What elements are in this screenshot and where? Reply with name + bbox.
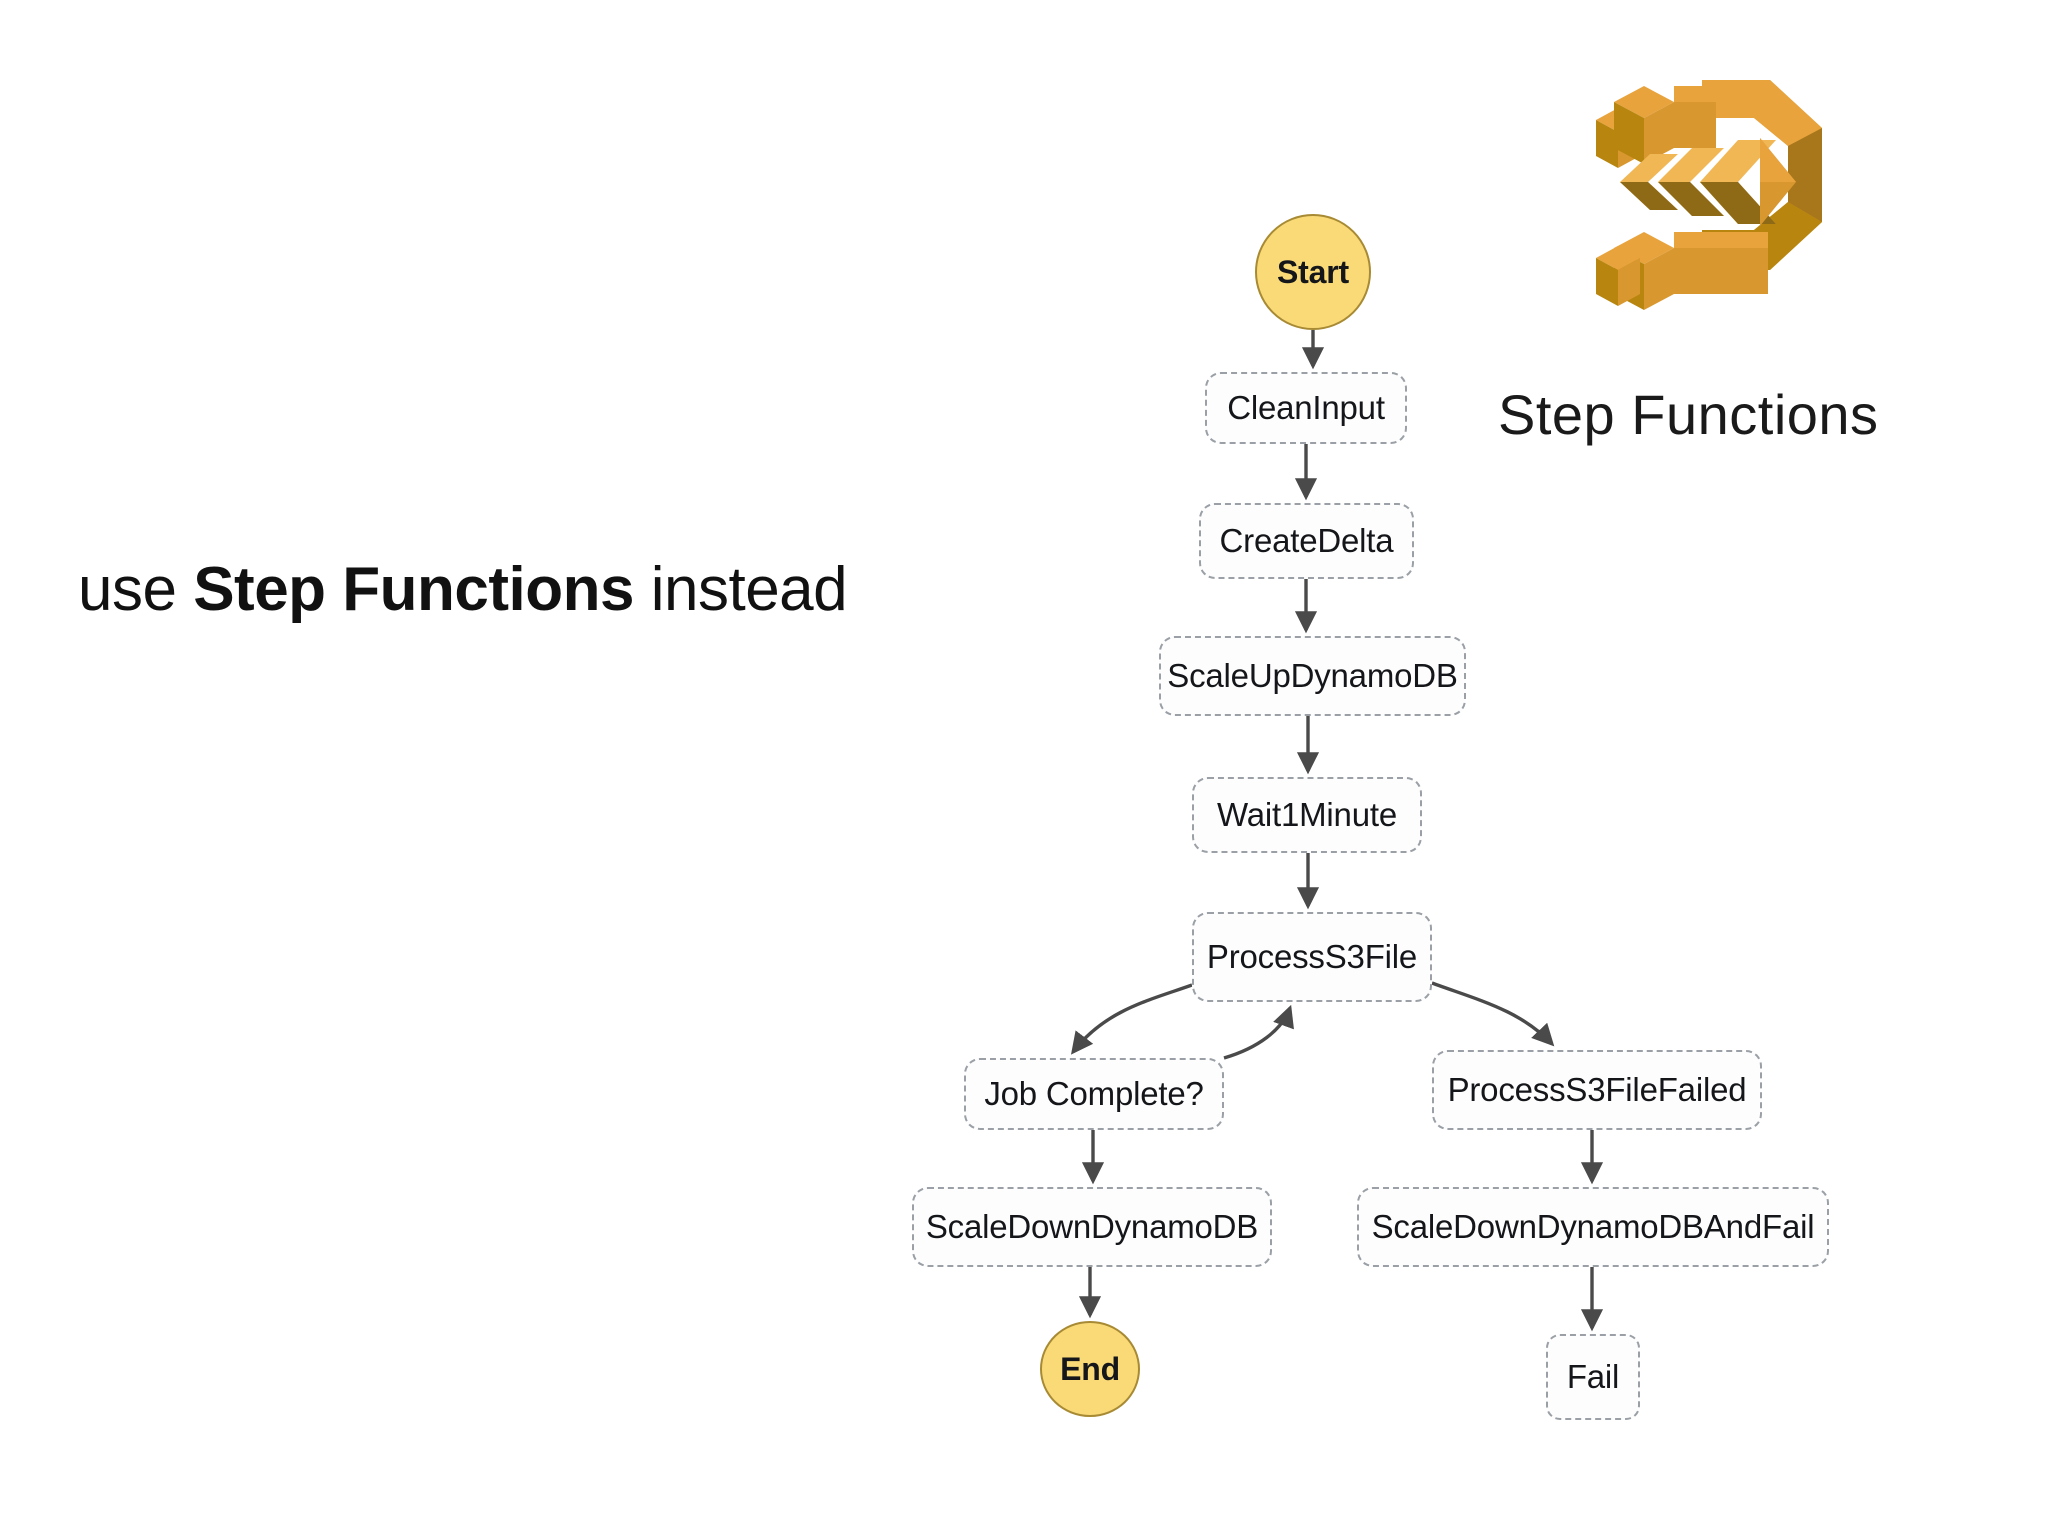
flow-node-processs3filefailed[interactable]: ProcessS3FileFailed: [1432, 1050, 1762, 1130]
flow-node-scaleupdynamodb[interactable]: ScaleUpDynamoDB: [1159, 636, 1466, 716]
flow-node-jobcomplete[interactable]: Job Complete?: [964, 1058, 1224, 1130]
flow-node-wait1minute[interactable]: Wait1Minute: [1192, 777, 1422, 853]
flow-node-cleaninput[interactable]: CleanInput: [1205, 372, 1407, 444]
logo-product-label: Step Functions: [1498, 383, 1879, 446]
aws-step-functions-logo-icon: [1596, 80, 1822, 310]
headline-emphasis: Step Functions: [193, 555, 634, 624]
edge-process-processfail: [1431, 981, 1555, 1047]
flow-node-end[interactable]: End: [1040, 1321, 1140, 1417]
page-title: use Step Functions instead: [78, 555, 848, 624]
edge-jobcomplete-process: [1223, 1004, 1294, 1060]
flow-node-processs3file[interactable]: ProcessS3File: [1192, 912, 1432, 1002]
edge-process-jobcomplete: [1070, 983, 1193, 1055]
flow-node-start[interactable]: Start: [1255, 214, 1371, 330]
flow-node-scaledowndynamodbandfail[interactable]: ScaleDownDynamoDBAndFail: [1357, 1187, 1829, 1267]
flow-node-fail[interactable]: Fail: [1546, 1334, 1640, 1420]
flow-node-scaledowndynamodb[interactable]: ScaleDownDynamoDB: [912, 1187, 1272, 1267]
headline-prefix: use: [78, 555, 194, 624]
headline-suffix: instead: [633, 555, 848, 624]
flow-node-createdelta[interactable]: CreateDelta: [1199, 503, 1414, 579]
